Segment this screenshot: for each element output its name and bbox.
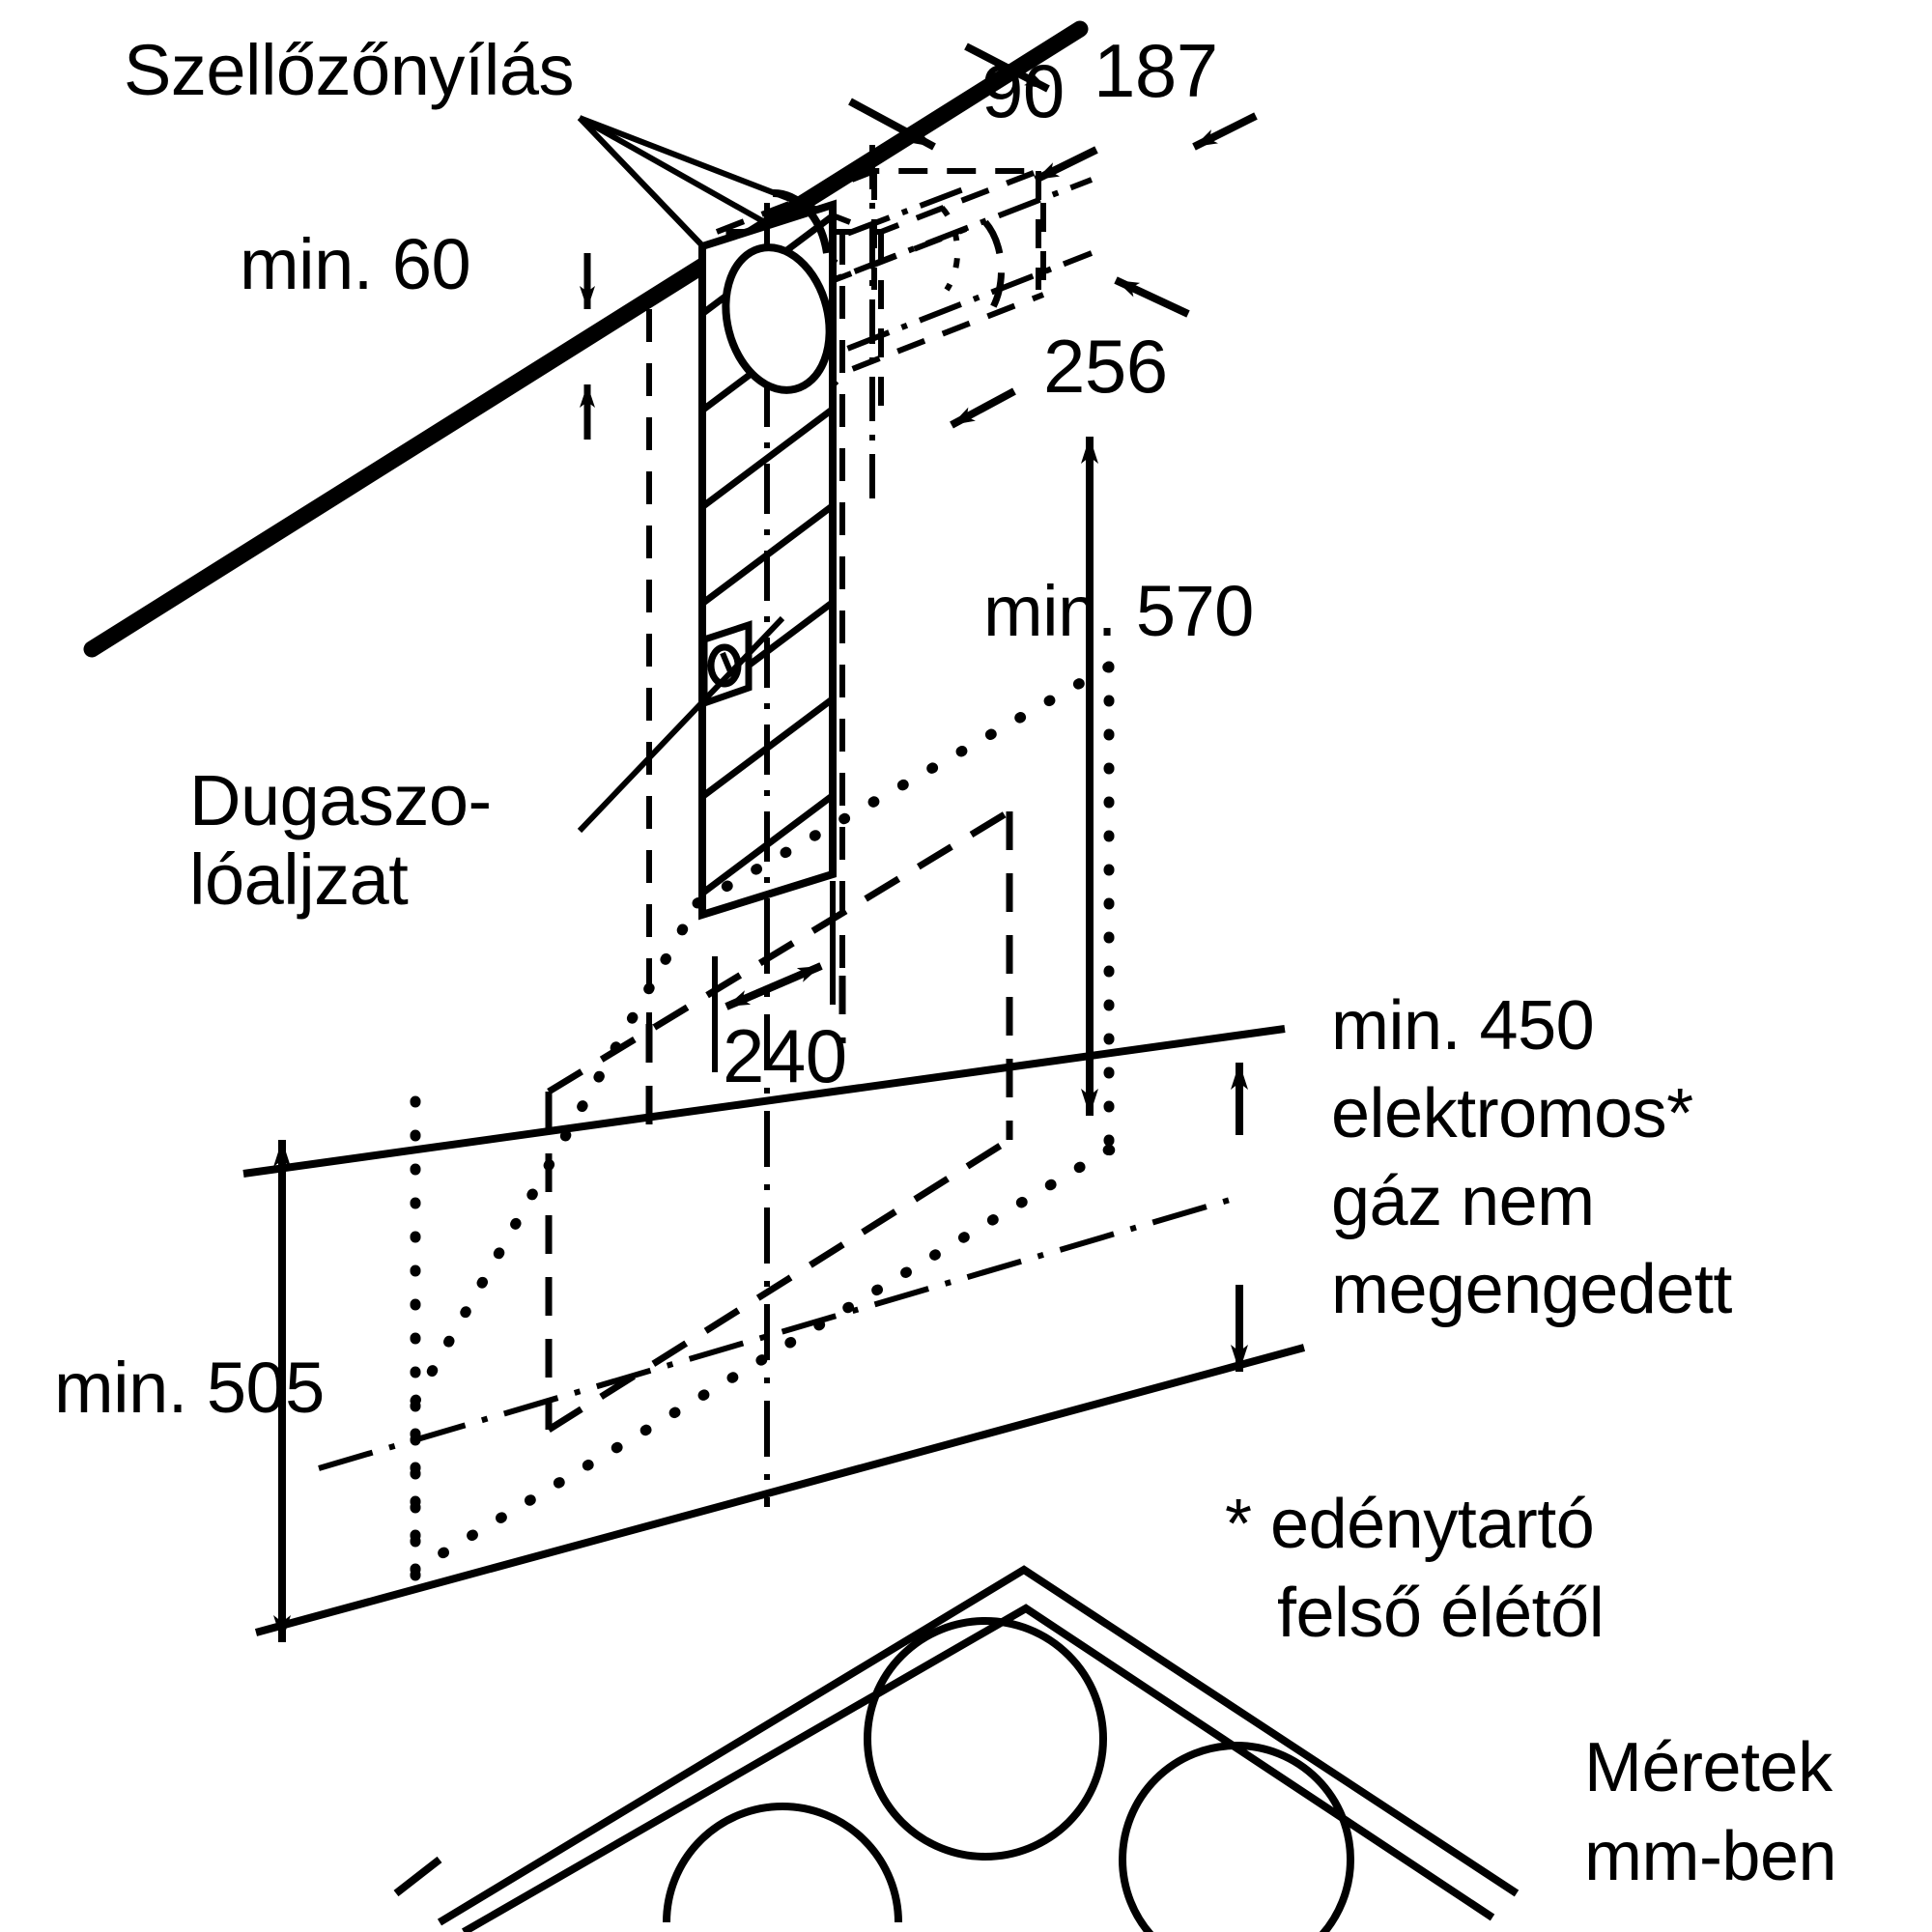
units-note-line2: mm-ben [1584, 1818, 1837, 1895]
reference-plane-lines [242, 1025, 1306, 1636]
socket-label-line2: lóaljzat [189, 839, 409, 920]
socket-leader-line [577, 615, 785, 834]
dim-90-label: 90 [981, 48, 1065, 133]
hood-center-axis [318, 918, 1237, 1507]
cooktop [437, 1565, 1520, 1932]
min-60-label: min. 60 [240, 224, 471, 304]
cooktop-burner-icon [663, 1803, 902, 1923]
cooktop-burner-icon [864, 1617, 1107, 1861]
dim-256-label: 256 [1043, 324, 1168, 409]
cooktop-burner-icon [1119, 1742, 1354, 1932]
min-450-label-line1: min. 450 [1331, 987, 1595, 1065]
min-450-label-line4: megengedett [1331, 1251, 1732, 1328]
min-450-label-line3: gáz nem [1331, 1163, 1595, 1240]
dim-min60 [580, 253, 595, 440]
power-socket-icon [700, 620, 753, 708]
dim-187 [964, 43, 1258, 151]
footnote-line1: * edénytartó [1225, 1486, 1595, 1563]
min-450-label-line2: elektromos* [1331, 1075, 1693, 1152]
socket-label-line1: Dugaszo- [189, 760, 492, 840]
vent-opening-label: Szellőzőnyílás [124, 30, 575, 110]
hob-left-guide [393, 1856, 442, 1897]
min-570-label: min. 570 [983, 571, 1254, 651]
units-note-line1: Méretek [1584, 1729, 1833, 1806]
dim-256 [950, 276, 1190, 429]
projection-lines [646, 232, 845, 1024]
dim-240 [712, 881, 836, 1072]
footnote-line2: felső élétől [1277, 1575, 1605, 1652]
dim-240-label: 240 [723, 1013, 847, 1098]
hood-dotted-outline [410, 661, 1126, 1576]
min-505-label: min. 505 [54, 1348, 325, 1428]
round-vent-hole-icon [722, 188, 1006, 394]
hood-hidden-edges [545, 809, 1013, 1433]
dim-90 [848, 98, 1098, 184]
dim-187-label: 187 [1094, 28, 1218, 113]
